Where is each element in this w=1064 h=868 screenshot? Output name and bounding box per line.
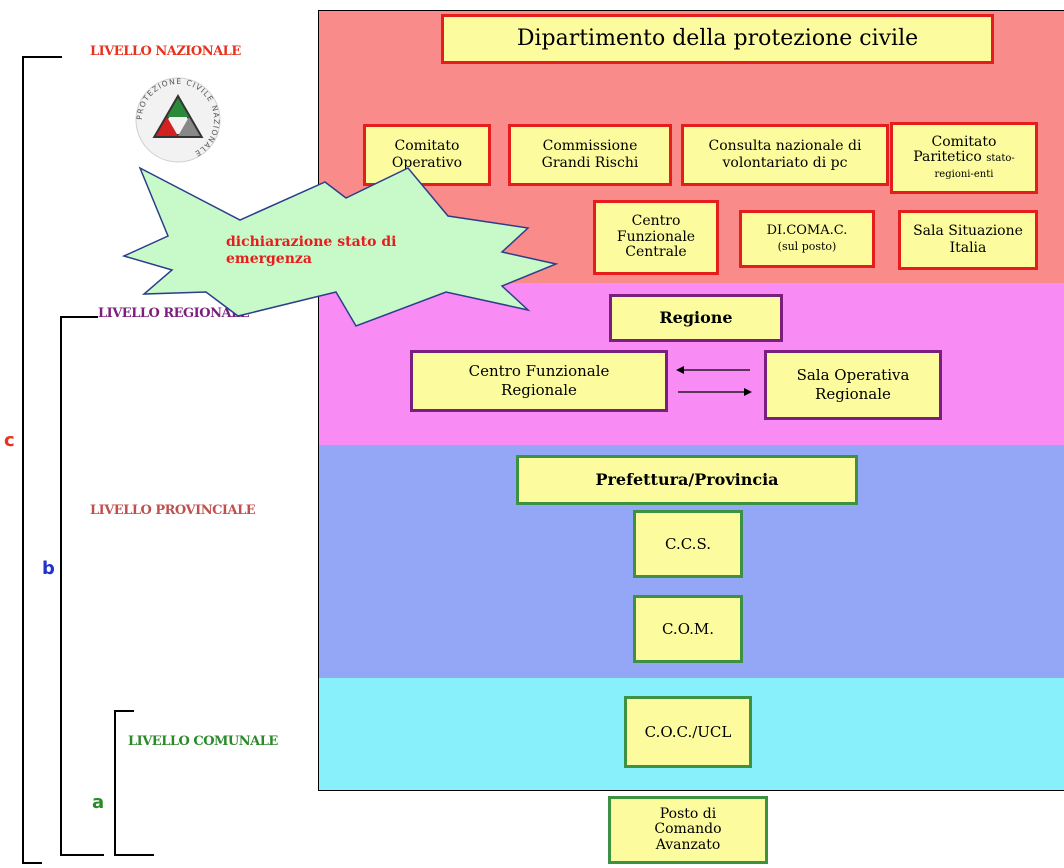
dipartimento-box: Dipartimento della protezione civile (441, 14, 994, 64)
sala-situazione-line1: Sala Situazione (913, 222, 1023, 239)
centro-funzionale-line3: Centrale (625, 244, 687, 261)
dicomac-line2: (sul posto) (777, 240, 837, 253)
prefettura-label: Prefettura/Provincia (595, 470, 779, 489)
sala-operativa-line2: Regionale (815, 385, 891, 403)
emergency-line2: emergenza (226, 250, 312, 267)
prefettura-provincia-box: Prefettura/Provincia (516, 455, 858, 505)
comitato-operativo-line1: Comitato (394, 137, 460, 154)
centro-regionale-line1: Centro Funzionale (468, 362, 610, 381)
emergency-line1: dichiarazione stato di (226, 234, 397, 250)
sala-operativa-line1: Sala Operativa (796, 366, 910, 385)
com-label: C.O.M. (661, 619, 715, 638)
bracket-a-bottom (114, 854, 154, 856)
bracket-b-top (60, 316, 98, 318)
comitato-paritetico-line1: Comitato (931, 133, 997, 150)
bracket-c-label: c (4, 430, 15, 451)
dicomac-line1: DI.COMA.C. (766, 222, 848, 238)
protezione-civile-logo-icon: PROTEZIONE CIVILE NAZIONALE (130, 72, 226, 168)
commissione-line1: Commissione (542, 137, 638, 154)
bracket-a-line (114, 710, 116, 856)
com-box: C.O.M. (633, 595, 743, 663)
bracket-a-label: a (92, 792, 105, 813)
coc-ucl-box: C.O.C./UCL (624, 696, 752, 768)
coc-ucl-label: C.O.C./UCL (644, 722, 732, 741)
comitato-operativo-line2: Operativo (391, 155, 463, 171)
consulta-line1: Consulta nazionale di (708, 137, 862, 154)
bracket-b-bottom (60, 854, 104, 856)
consulta-line2: volontariato di pc (722, 155, 848, 171)
level-provinciale-label: LIVELLO PROVINCIALE (90, 503, 256, 518)
comitato-paritetico-line2: Paritetico (913, 149, 982, 166)
bracket-c-top (22, 56, 62, 58)
centro-funzionale-line1: Centro (631, 213, 681, 230)
regione-box: Regione (609, 294, 783, 342)
pca-line2: Comando (654, 821, 722, 838)
sala-situazione-line2: Italia (949, 240, 987, 256)
pca-line1: Posto di (659, 805, 717, 822)
centro-funzionale-line2: Funzionale (616, 228, 696, 245)
bracket-c-line (22, 56, 24, 864)
bracket-b-label: b (42, 558, 55, 579)
comitato-paritetico-line4: regioni-enti (934, 168, 994, 180)
centro-regionale-line2: Regionale (501, 381, 577, 399)
level-comunale-label: LIVELLO COMUNALE (128, 734, 278, 749)
comitato-paritetico-line3: stato- (986, 153, 1015, 165)
level-nazionale-label: LIVELLO NAZIONALE (90, 44, 241, 59)
bracket-a-top (114, 710, 134, 712)
dipartimento-label: Dipartimento della protezione civile (516, 26, 919, 52)
commissione-line2: Grandi Rischi (541, 155, 639, 171)
dicomac-box: DI.COMA.C. (sul posto) (739, 210, 875, 268)
level-regionale-label: LIVELLO REGIONALE (98, 306, 250, 321)
bracket-c-bottom (22, 862, 42, 864)
bidirectional-arrows (674, 362, 754, 402)
pca-line3: Avanzato (655, 836, 721, 853)
bracket-b-line (60, 316, 62, 856)
ccs-label: C.C.S. (665, 534, 711, 553)
regione-label: Regione (659, 308, 733, 327)
ccs-box: C.C.S. (633, 510, 743, 578)
